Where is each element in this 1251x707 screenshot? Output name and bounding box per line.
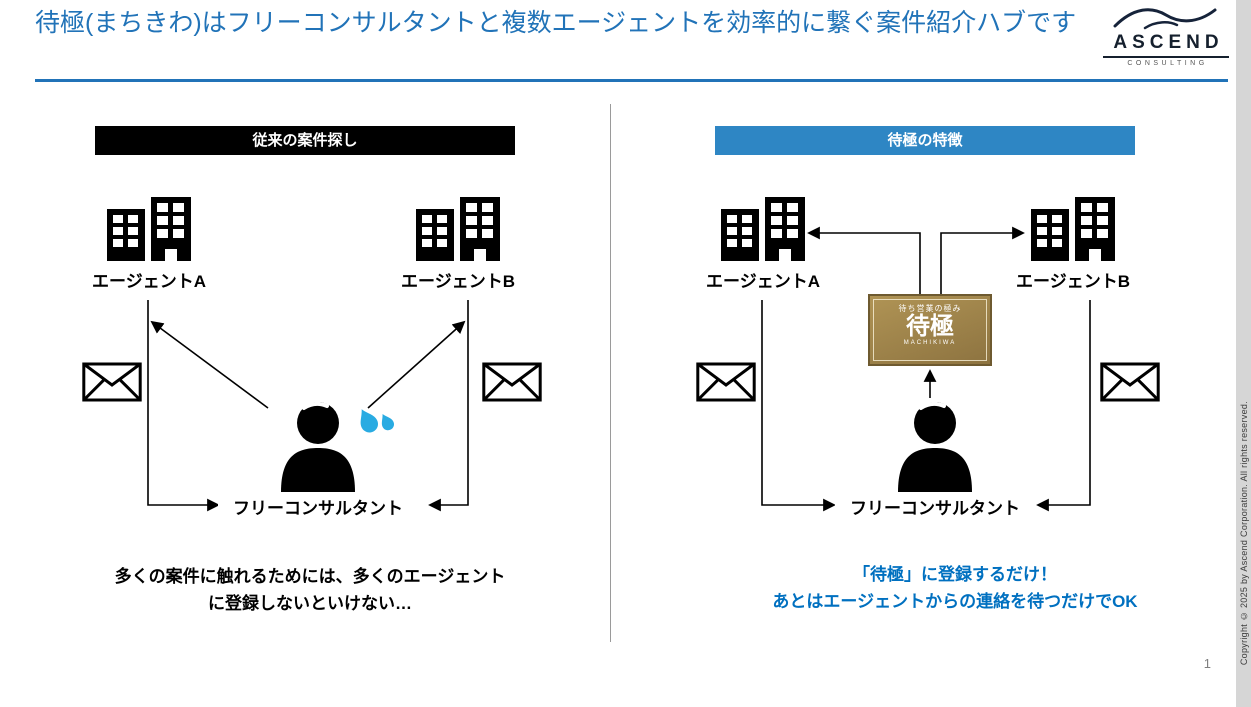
copyright-text: Copyright © 2025 by Ascend Corporation. … bbox=[1239, 400, 1249, 665]
arrow-agent-b-to-consultant-right bbox=[1036, 300, 1091, 512]
building-icon bbox=[105, 193, 193, 261]
machikiwa-hub-card: 待ち営業の極み 待極 MACHIKIWA bbox=[868, 294, 992, 366]
logo-name: ASCEND bbox=[1113, 32, 1224, 53]
left-panel-header: 従来の案件探し bbox=[95, 126, 515, 155]
arrow-agent-a-to-consultant-right bbox=[761, 300, 836, 512]
title-underline bbox=[35, 79, 1228, 82]
right-consultant-label: フリーコンサルタント bbox=[835, 494, 1035, 519]
wave-icon bbox=[1113, 8, 1217, 30]
arrow-consultant-to-agent-b bbox=[367, 320, 466, 409]
right-caption-line1: 「待極」に登録するだけ！ bbox=[853, 565, 1057, 584]
envelope-icon bbox=[696, 362, 756, 402]
sweat-drops-icon bbox=[360, 409, 394, 433]
left-caption-line2: に登録しないといけない… bbox=[208, 594, 412, 613]
card-name: 待極 bbox=[906, 314, 954, 340]
building-icon bbox=[1029, 193, 1117, 261]
right-panel-caption: 「待極」に登録するだけ！ あとはエージェントからの連絡を待つだけでOK bbox=[740, 561, 1170, 615]
right-agent-a-label: エージェントA bbox=[706, 272, 820, 291]
right-panel-header: 待極の特徴 bbox=[715, 126, 1135, 155]
right-caption-line2: あとはエージェントからの連絡を待つだけでOK bbox=[772, 592, 1138, 611]
left-panel-caption: 多くの案件に触れるためには、多くのエージェント に登録しないといけない… bbox=[60, 563, 560, 617]
envelope-icon bbox=[482, 362, 542, 402]
building-icon bbox=[719, 193, 807, 261]
logo-subtitle: CONSULTING bbox=[1103, 56, 1229, 67]
right-agent-b-label: エージェントB bbox=[1016, 272, 1130, 291]
left-agent-b-label: エージェントB bbox=[401, 272, 515, 291]
arrow-agent-a-to-consultant bbox=[147, 300, 220, 512]
envelope-icon bbox=[82, 362, 142, 402]
arrow-consultant-to-agent-a bbox=[150, 320, 269, 409]
page-number: 1 bbox=[1203, 656, 1211, 671]
person-icon bbox=[894, 400, 976, 492]
panel-divider bbox=[610, 104, 611, 642]
left-caption-line1: 多くの案件に触れるためには、多くのエージェント bbox=[114, 567, 506, 586]
left-consultant-label: フリーコンサルタント bbox=[218, 494, 418, 519]
card-romaji: MACHIKIWA bbox=[903, 340, 957, 346]
arrow-agent-b-to-consultant bbox=[428, 300, 469, 512]
person-icon bbox=[277, 400, 359, 492]
page-title: 待極(まちきわ)はフリーコンサルタントと複数エージェントを効率的に繋ぐ案件紹介ハ… bbox=[35, 9, 1077, 37]
envelope-icon bbox=[1100, 362, 1160, 402]
left-agent-a-label: エージェントA bbox=[92, 272, 206, 291]
card-tagline: 待ち営業の極み bbox=[898, 304, 962, 313]
right-edge-strip bbox=[1236, 0, 1251, 707]
company-logo: ASCEND CONSULTING bbox=[1103, 2, 1229, 67]
building-icon bbox=[414, 193, 502, 261]
